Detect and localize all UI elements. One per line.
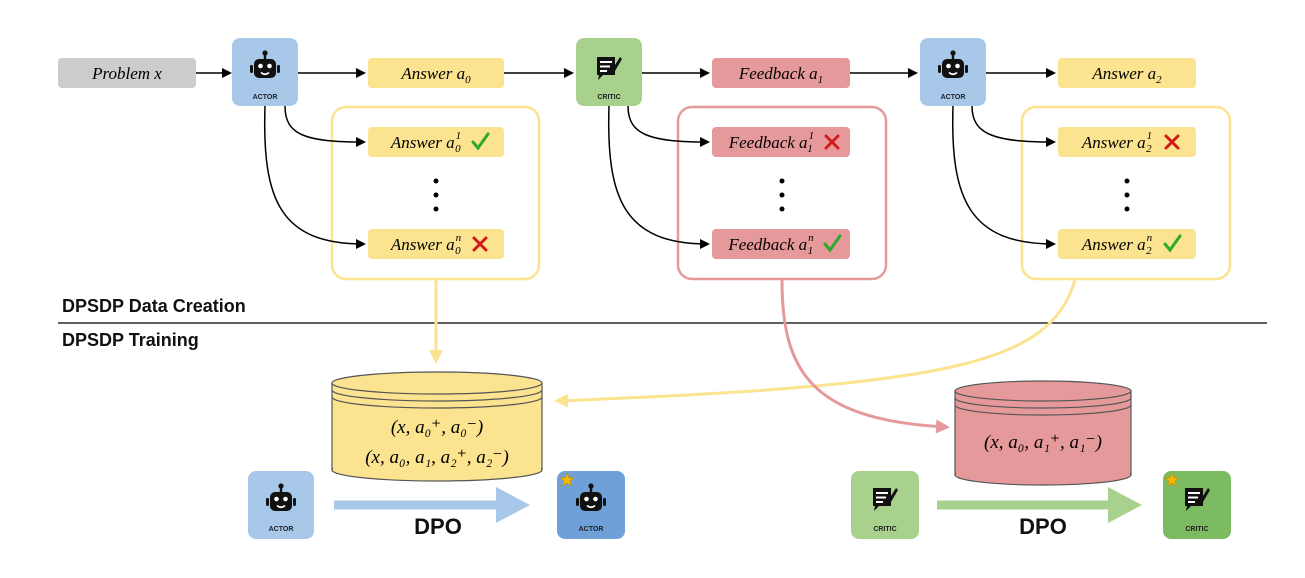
critic-label: CRITIC <box>597 94 620 101</box>
problem-label: Problem x <box>91 64 162 83</box>
sample-group-actor-a0 <box>330 105 541 281</box>
branch-arrow <box>607 105 710 249</box>
actor-label: ACTOR <box>253 94 278 101</box>
problem-box <box>58 58 196 88</box>
actor-label: ACTOR <box>269 526 294 533</box>
sample-group-critic-a1 <box>676 105 888 281</box>
dpo-arrow-actor-head <box>496 487 530 523</box>
flow-arrow-critic-data <box>780 279 950 434</box>
ellipsis-dot <box>433 178 439 184</box>
answer-sample-box <box>368 127 504 157</box>
ellipsis-dot <box>433 192 439 198</box>
branch-arrow <box>627 105 710 147</box>
branch-arrow <box>951 105 1056 249</box>
ellipsis-dot <box>433 206 439 212</box>
critic-label: CRITIC <box>1185 526 1208 533</box>
actor-dataset-cylinder <box>331 371 543 482</box>
branch-arrow <box>971 105 1056 147</box>
section-label-training: DPSDP Training <box>62 330 199 350</box>
actor-label: ACTOR <box>579 526 604 533</box>
ellipsis-dot <box>1124 192 1130 198</box>
branch-arrow <box>263 105 366 249</box>
branch-arrow <box>284 105 366 147</box>
critic-dataset-line1: (x, a₀, a₁⁺, a₁⁻) <box>984 432 1102 453</box>
critic-label: CRITIC <box>873 526 896 533</box>
actor-label: ACTOR <box>941 94 966 101</box>
feedback-sample-box <box>712 127 850 157</box>
ellipsis-dot <box>779 206 785 212</box>
ellipsis-dot <box>779 178 785 184</box>
feedback-a1-box <box>712 58 850 88</box>
flow-arrow-actor-data <box>554 279 1077 408</box>
actor-dataset-line2: (x, a₀, a₁, a₂⁺, a₂⁻) <box>365 447 509 468</box>
answer-sample-box <box>1058 127 1196 157</box>
feedback-a1-label: Feedback a1 <box>738 64 823 86</box>
sample-group-actor-a2 <box>1020 105 1232 281</box>
answer-sample-box <box>1058 229 1196 259</box>
dpo-arrow-critic-head <box>1108 487 1142 523</box>
critic-dataset-cylinder <box>954 380 1132 486</box>
actor-dataset-line1: (x, a₀⁺, a₀⁻) <box>391 417 483 438</box>
ellipsis-dot <box>779 192 785 198</box>
answer-a2-label: Answer a2 <box>1091 64 1162 86</box>
dpo-label-critic: DPO <box>1019 514 1067 539</box>
ellipsis-dot <box>1124 206 1130 212</box>
feedback-sample-box <box>712 229 850 259</box>
section-label-creation: DPSDP Data Creation <box>62 296 246 316</box>
answer-a2-box <box>1058 58 1196 88</box>
answer-a0-box <box>368 58 504 88</box>
dpo-label-actor: DPO <box>414 514 462 539</box>
answer-sample-box <box>368 229 504 259</box>
ellipsis-dot <box>1124 178 1130 184</box>
answer-a0-label: Answer a0 <box>400 64 471 86</box>
